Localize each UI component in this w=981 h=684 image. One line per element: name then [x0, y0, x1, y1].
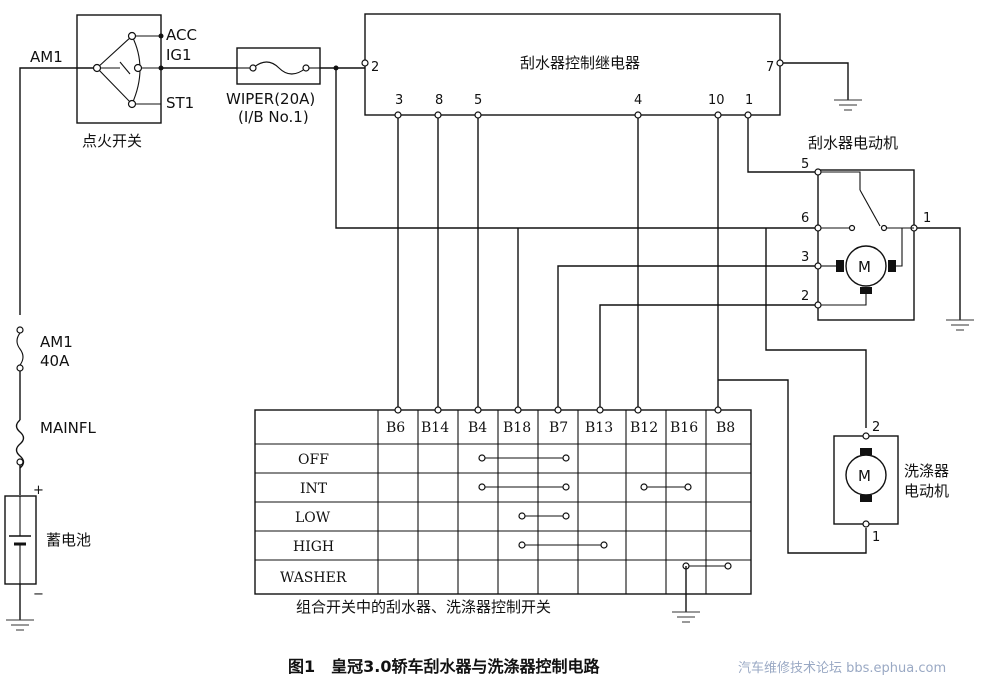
relay-pin-4: 4 — [634, 93, 642, 108]
washer-motor-name-2: 电动机 — [904, 482, 949, 500]
conn-washer — [682, 562, 732, 570]
row-int: INT — [300, 481, 328, 497]
ignition-switch-box — [76, 14, 162, 124]
col-b12: B12 — [630, 420, 658, 436]
row-high: HIGH — [293, 539, 334, 555]
relay-pin-7: 7 — [766, 60, 774, 75]
relay-pin-3: 3 — [395, 93, 403, 108]
col-b13: B13 — [585, 420, 613, 436]
washer-motor-m: M — [858, 467, 871, 485]
power-supply: AM1 40A MAINFL + − 蓄电池 — [4, 326, 96, 631]
relay-pin-8: 8 — [435, 93, 443, 108]
battery-label: 蓄电池 — [46, 531, 91, 549]
ign-am1-label: AM1 — [30, 48, 63, 66]
relay-pin-2: 2 — [371, 60, 379, 75]
am1-fuse-label: AM1 — [40, 333, 73, 351]
wiper-motor-pin-3: 3 — [801, 250, 809, 265]
col-b16: B16 — [670, 420, 698, 436]
ign-acc-label: ACC — [166, 26, 197, 44]
ignition-switch: ACC IG1 ST1 AM1 点火开关 — [30, 14, 197, 150]
battery-plus: + — [33, 483, 44, 498]
conn-high — [518, 541, 608, 549]
wiper-motor-pin-1: 1 — [923, 211, 931, 226]
wiper-fuse-location: (I/B No.1) — [238, 108, 309, 126]
ign-st1-label: ST1 — [166, 94, 194, 112]
ign-ig1-label: IG1 — [166, 46, 192, 64]
relay-pin-1: 1 — [745, 93, 753, 108]
watermark: 汽车维修技术论坛 bbs.ephua.com — [738, 660, 946, 676]
wiper-motor-name: 刮水器电动机 — [808, 134, 898, 152]
washer-motor-pin-1: 1 — [872, 530, 880, 545]
am1-feed-wire — [19, 67, 93, 315]
col-b18: B18 — [503, 420, 531, 436]
ign-switch-name: 点火开关 — [82, 132, 142, 150]
wiper-fuse-label: WIPER(20A) — [226, 90, 315, 108]
conn-low — [518, 512, 570, 520]
col-b14: B14 — [421, 420, 449, 436]
battery-minus: − — [33, 587, 44, 602]
figure-caption: 图1 皇冠3.0轿车刮水器与洗涤器控制电路 — [288, 657, 600, 676]
wiper-motor-symbol — [845, 245, 887, 287]
row-off: OFF — [298, 452, 329, 468]
col-b4: B4 — [468, 420, 487, 436]
washer-motor-pin-2: 2 — [872, 420, 880, 435]
conn-int — [478, 483, 692, 491]
row-washer: WASHER — [280, 570, 347, 586]
wiper-motor-pin-5: 5 — [801, 157, 809, 172]
col-b7: B7 — [549, 420, 568, 436]
wiper-fuse: WIPER(20A) (I/B No.1) — [226, 47, 321, 126]
mainfl-label: MAINFL — [40, 419, 96, 437]
am1-fuse-rating: 40A — [40, 352, 70, 370]
wiper-motor-pin-2: 2 — [801, 289, 809, 304]
washer-motor: M 2 1 洗涤器 电动机 — [833, 420, 949, 545]
wiper-motor: 刮水器电动机 5 6 3 2 1 M — [801, 134, 931, 321]
wiper-motor-pin-6: 6 — [801, 211, 809, 226]
conn-off — [478, 454, 570, 462]
wiper-control-relay: 刮水器控制继电器 2 3 8 5 4 10 1 7 — [361, 13, 784, 119]
col-b6: B6 — [386, 420, 405, 436]
table-caption: 组合开关中的刮水器、洗涤器控制开关 — [296, 598, 551, 616]
relay-pin-10: 10 — [708, 93, 725, 108]
wiper-motor-m: M — [858, 258, 871, 276]
washer-motor-name-1: 洗涤器 — [904, 462, 949, 480]
relay-name: 刮水器控制继电器 — [520, 54, 640, 72]
relay-pin-5: 5 — [474, 93, 482, 108]
col-b8: B8 — [716, 420, 735, 436]
combination-switch-table: B6 B14 B4 B18 B7 B13 B12 B16 B8 OFF INT … — [254, 406, 752, 623]
row-low: LOW — [295, 510, 331, 526]
